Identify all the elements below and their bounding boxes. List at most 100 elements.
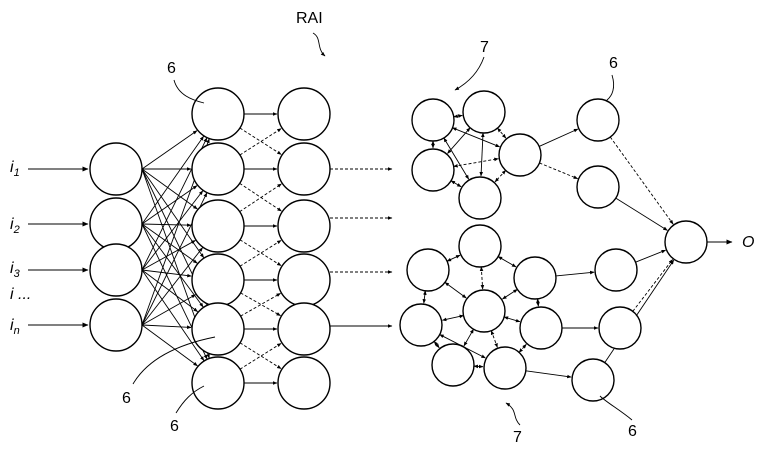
upper-cluster-edge-0 — [453, 114, 463, 118]
lower-cluster-edge-6 — [463, 328, 474, 347]
lower-to-right-3 — [525, 370, 572, 379]
edge-l1-1-l2-0 — [141, 135, 204, 225]
ref-6-top: 6 — [167, 60, 176, 77]
leader-6-top-right — [606, 74, 615, 101]
upper-cluster-node-1 — [411, 98, 455, 142]
rai-label: RAI — [296, 10, 323, 27]
lower-cluster-edge-9 — [433, 341, 440, 349]
upper-cluster-node-5 — [458, 176, 502, 220]
hidden-node-l3-4 — [277, 253, 331, 307]
upper-cluster-node-4 — [498, 133, 542, 177]
lower-cluster-edge-11 — [518, 344, 527, 353]
edge-l2-1-l3-0 — [239, 128, 282, 156]
input-labels: i1 i2 i3 i ... in — [10, 159, 31, 337]
right-to-output-0 — [609, 136, 674, 225]
lower-cluster-edge-0 — [446, 254, 461, 262]
upper-cluster-edge-5 — [494, 170, 507, 183]
edge-l2-0-l3-1 — [239, 127, 282, 155]
reference-numerals: 6 6 6 7 6 7 6 — [122, 39, 637, 446]
leader-7-bottom — [505, 402, 521, 426]
hidden-node-l2-1 — [191, 87, 245, 141]
upper-cluster-node-3 — [411, 148, 455, 192]
ref-6-bottom: 6 — [170, 418, 179, 435]
hidden-node-l3-2 — [277, 142, 331, 196]
input-label-n: in — [10, 317, 20, 337]
upper-cluster-edge-6 — [452, 127, 501, 148]
lower-to-right-1 — [555, 270, 595, 277]
edge-l1-0-l2-3 — [141, 168, 205, 259]
lower-cluster-node-8 — [519, 306, 563, 350]
lower-cluster-edge-13 — [536, 298, 540, 307]
hidden-node-l3-6 — [277, 356, 331, 410]
input-label-2: i2 — [10, 216, 20, 236]
lower-cluster-node-7 — [483, 346, 527, 390]
lower-cluster-node-1 — [406, 248, 450, 292]
leader-6-bottom-right — [599, 395, 633, 421]
input-node-1 — [89, 142, 143, 196]
right-layer-node-2 — [576, 165, 620, 209]
lower-cluster-node-5 — [399, 303, 443, 347]
hidden-node-l2-5 — [191, 302, 245, 356]
leader-6-lower-left — [132, 336, 216, 385]
ref-6-bottom-right: 6 — [628, 423, 637, 440]
right-layer-node-1 — [576, 98, 620, 142]
leader-7-top — [454, 56, 485, 91]
hidden-node-l3-3 — [277, 199, 331, 253]
rai-leader — [312, 32, 326, 57]
edge-l2-2-l3-3 — [239, 239, 282, 267]
upper-cluster-edge-9 — [443, 137, 470, 180]
edge-l2-2-l3-1 — [239, 183, 282, 213]
ref-6-lower-left: 6 — [122, 390, 131, 407]
lower-cluster-edge-5 — [442, 314, 464, 322]
lower-cluster-edge-10 — [473, 364, 484, 369]
input-node-2 — [89, 197, 143, 251]
lower-cluster-node-3 — [513, 256, 557, 300]
edge-l1-3-l2-3 — [141, 294, 196, 326]
lower-cluster-edge-4 — [502, 289, 518, 300]
edge-l1-2-l2-3 — [141, 269, 192, 278]
lower-cluster-node-2 — [458, 224, 502, 268]
input-node-3 — [89, 243, 143, 297]
edge-l1-0-l2-0 — [141, 130, 198, 170]
right-to-output-3 — [632, 259, 673, 312]
lower-cluster-edge-7 — [490, 330, 498, 348]
right-layer-node-5 — [571, 358, 615, 402]
edge-l1-0-l2-2 — [141, 168, 198, 210]
edge-l2-5-l3-4 — [239, 342, 282, 370]
right-to-output-1 — [615, 197, 668, 231]
leader-6-top — [173, 79, 205, 104]
edge-l1-1-l2-1 — [141, 185, 198, 225]
edge-l1-2-l2-2 — [141, 240, 196, 271]
right-to-output-2 — [635, 249, 666, 263]
hidden-node-l2-6 — [191, 356, 245, 410]
upper-to-right-2 — [539, 162, 579, 180]
right-layer-node-4 — [598, 306, 642, 350]
input-node-4 — [89, 298, 143, 352]
edge-l1-2-l2-4 — [141, 269, 198, 313]
upper-cluster-node-2 — [462, 90, 506, 134]
lower-cluster-node-6 — [431, 343, 475, 387]
output-label: O — [742, 234, 754, 251]
ref-7-top: 7 — [480, 39, 489, 56]
edge-l1-3-l2-2 — [141, 247, 203, 326]
input-label-3: i3 — [10, 260, 21, 280]
edge-l2-3-l3-2 — [239, 239, 282, 267]
edge-l1-3-l2-4 — [141, 324, 192, 330]
upper-cluster-edge-2 — [497, 127, 507, 139]
ref-7-bottom: 7 — [513, 429, 522, 446]
upper-cluster-edge-4 — [450, 180, 462, 188]
edge-l2-3-l3-4 — [240, 292, 281, 317]
input-ellipsis-label: i ... — [10, 286, 31, 303]
edge-l1-3-l2-5 — [141, 324, 198, 367]
edge-l1-2-l2-1 — [141, 190, 204, 271]
input-label-1: i1 — [10, 159, 20, 179]
upper-to-right-1 — [538, 128, 579, 147]
leader-6-bottom — [175, 385, 205, 414]
edge-l1-2-l2-5 — [141, 269, 205, 361]
leader-lines — [132, 56, 633, 426]
edge-l1-1-l2-2 — [141, 223, 192, 227]
hidden-node-l2-3 — [191, 199, 245, 253]
lower-cluster-node-4 — [462, 289, 506, 333]
lower-cluster-edge-12 — [422, 290, 427, 304]
